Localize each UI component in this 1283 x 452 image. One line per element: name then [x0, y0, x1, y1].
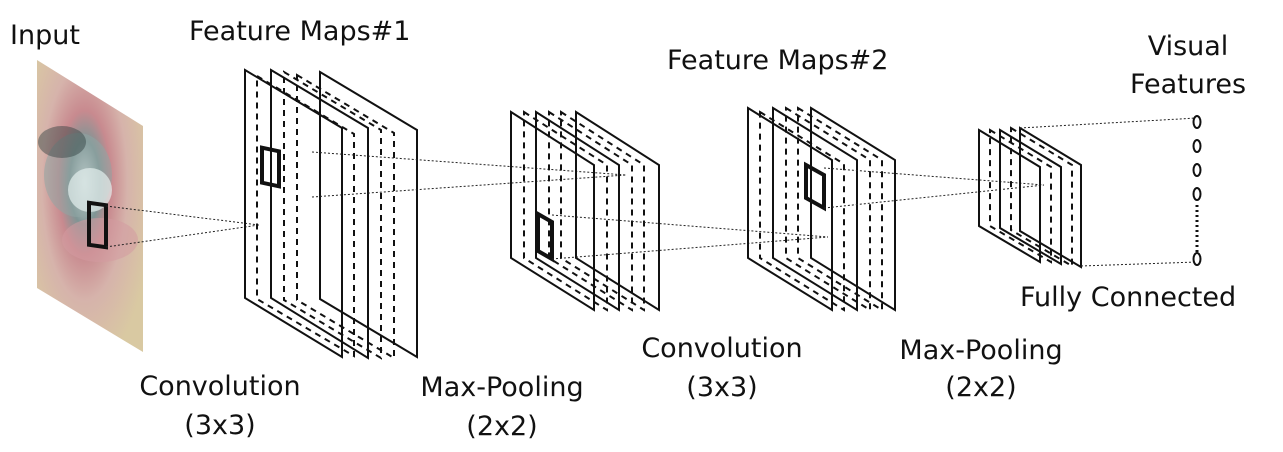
fm1-kernel-box	[260, 145, 281, 189]
feature-maps-1-stack	[244, 68, 418, 360]
fully-connected-label: Fully Connected	[1020, 282, 1236, 313]
conv2-label-line2: (3x3)	[686, 372, 757, 403]
fm2-to-pool2-connections	[823, 167, 1045, 209]
feature-node	[1192, 187, 1202, 201]
feature-maps-1-label: Feature Maps#1	[189, 16, 410, 47]
input-kernel-box	[87, 200, 108, 250]
input-label: Input	[10, 20, 80, 51]
pool2-label-line2: (2x2)	[945, 372, 1016, 403]
visual-feature-nodes	[1192, 115, 1202, 266]
feature-node	[1192, 163, 1202, 177]
pool1-label-line1: Max-Pooling	[420, 372, 583, 403]
feature-node	[1192, 139, 1202, 153]
input-to-fm1-connections	[105, 205, 260, 248]
pool-2-stack	[978, 126, 1082, 269]
feature-node	[1192, 252, 1202, 266]
pool1-label-line2: (2x2)	[466, 411, 537, 442]
feature-maps-2-label: Feature Maps#2	[667, 45, 888, 76]
conv1-label-line2: (3x3)	[184, 410, 255, 441]
feature-node	[1192, 115, 1202, 129]
input-image	[37, 60, 143, 352]
conv2-label-line1: Convolution	[641, 333, 802, 364]
fm2-kernel-box	[804, 161, 826, 212]
pool-1-stack	[510, 110, 660, 312]
conv1-label-line1: Convolution	[139, 371, 300, 402]
fm1-to-pool1-connections	[311, 151, 627, 198]
visual-features-label-line1: Visual	[1148, 31, 1229, 62]
pool1-kernel-box	[536, 210, 554, 263]
visual-features-label-line2: Features	[1130, 69, 1246, 100]
pool2-label-line1: Max-Pooling	[899, 335, 1062, 366]
feature-maps-2-stack	[747, 106, 896, 312]
fc-connections	[1019, 117, 1198, 267]
